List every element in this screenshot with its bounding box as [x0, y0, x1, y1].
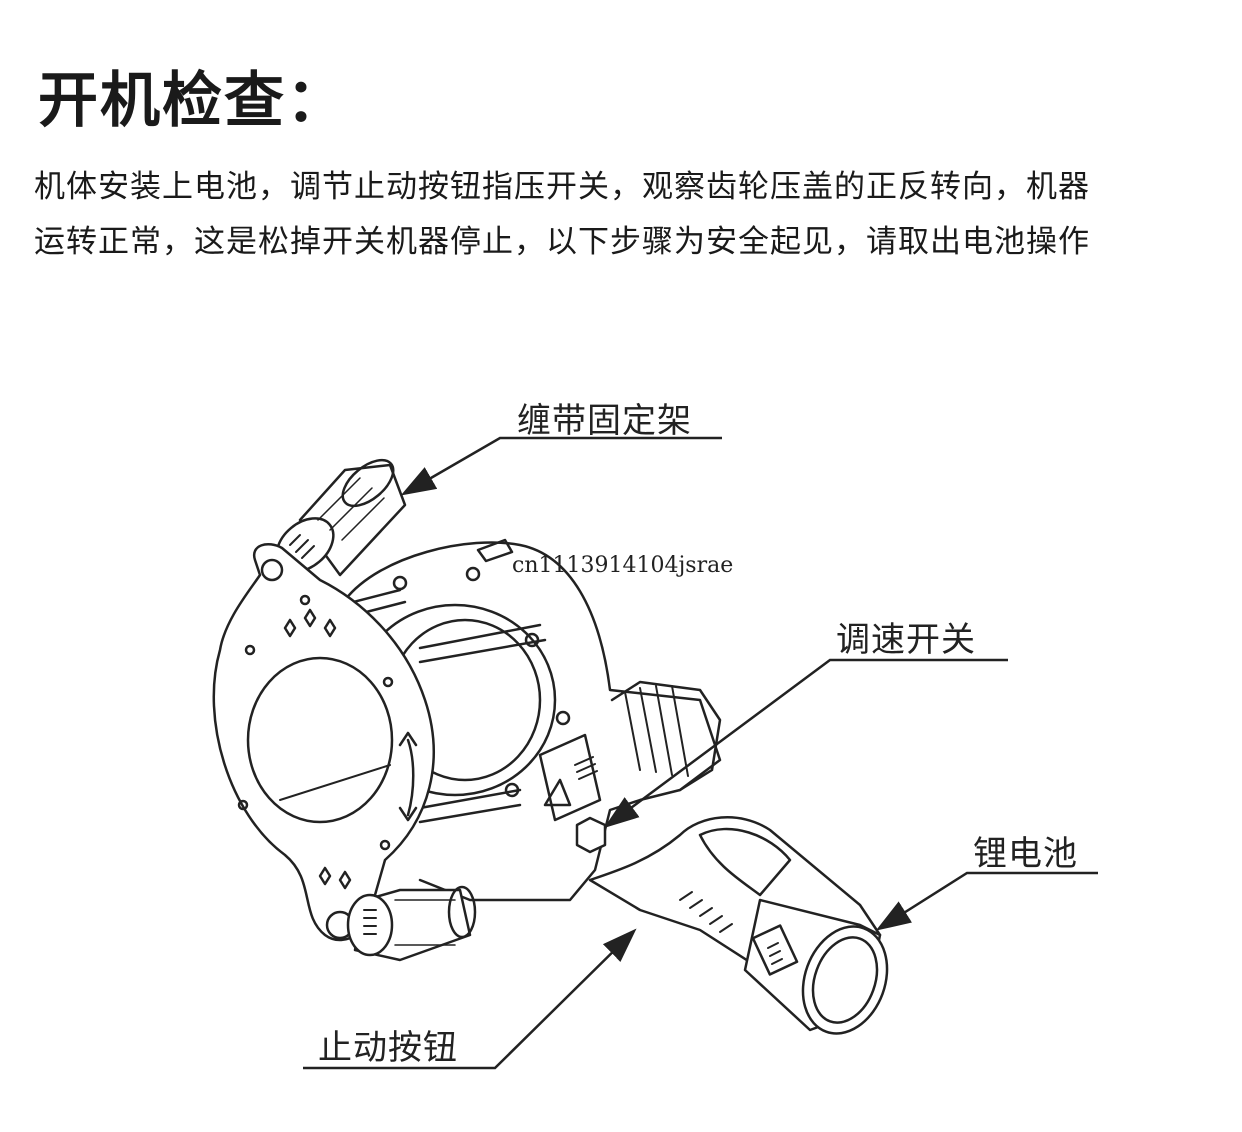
leader-stop-button: [303, 928, 637, 1070]
battery-drawing: [743, 898, 889, 1035]
leader-battery: [875, 871, 1098, 931]
description-line-2: 运转正常，这是松掉开关机器停止，以下步骤为安全起见，请取出电池操作: [34, 224, 1090, 260]
page-title: 开机检查：: [38, 66, 348, 136]
callout-strap-holder: 缠带固定架: [517, 401, 692, 441]
warning-sticker-drawing: [538, 733, 602, 822]
ring-plate-drawing: [212, 543, 435, 942]
description: 机体安装上电池，调节止动按钮指压开关，观察齿轮压盖的正反转向，机器 运转正常，这…: [34, 160, 1214, 270]
callout-battery: 锂电池: [973, 834, 1078, 874]
leader-strap-holder: [400, 436, 722, 496]
callout-stop-button: 止动按钮: [318, 1028, 458, 1068]
motor-drawing: [610, 680, 722, 792]
rotation-arrow-drawing: [398, 731, 418, 822]
watermark-text: cn1113914104jsrae: [512, 553, 734, 578]
callout-speed-switch: 调速开关: [836, 620, 976, 660]
speed-switch-drawing: [575, 816, 607, 854]
lower-roller-drawing: [346, 885, 477, 962]
leader-speed-switch: [603, 658, 1008, 828]
description-line-1: 机体安装上电池，调节止动按钮指压开关，观察齿轮压盖的正反转向，机器: [34, 169, 1090, 205]
